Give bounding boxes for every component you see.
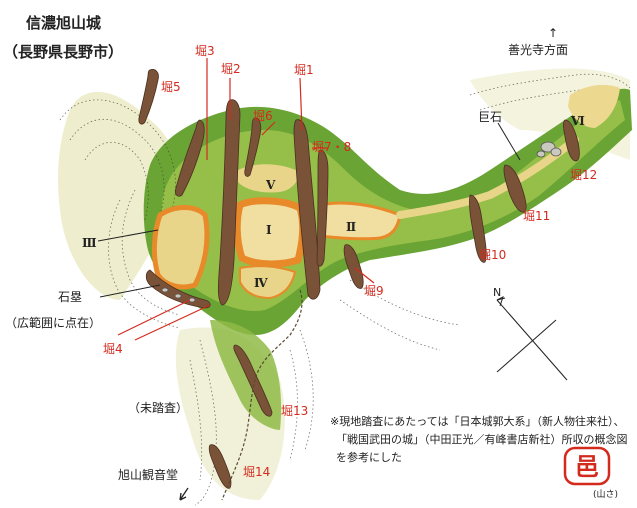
label-mitosa: （未踏査） (128, 401, 189, 415)
trail (221, 289, 303, 501)
label-hori78: 堀7・8 (312, 140, 352, 154)
kuruwa-2: Ⅱ (346, 220, 357, 234)
kuruwa-5: Ⅴ (266, 178, 276, 192)
label-hori5: 堀5 (161, 80, 181, 94)
leader-lines (117, 58, 375, 341)
black-leader-lines (97, 122, 521, 298)
label-hori4: 堀4 (103, 342, 123, 356)
bailey-4 (239, 265, 297, 300)
label-hori14: 堀14 (243, 465, 271, 479)
ditch-12 (563, 119, 580, 162)
boulder-b (550, 147, 562, 157)
bailey-3 (151, 205, 210, 290)
ditch-3 (175, 119, 205, 197)
label-hori2: 堀2 (221, 62, 241, 76)
map-subtitle: （長野県長野市） (3, 43, 124, 61)
ditch-1 (293, 119, 321, 300)
bailey-5 (238, 164, 300, 193)
direction-label: 善光寺方面 (508, 43, 569, 57)
baileys (151, 84, 620, 300)
ditch-10 (469, 194, 487, 263)
bailey-6 (568, 84, 620, 128)
north-arrow (496, 296, 568, 381)
stone-wall-b (174, 293, 182, 299)
signature: (山さ) (593, 490, 619, 500)
ditch-6 (244, 117, 262, 177)
kuruwa-1: Ⅰ (266, 223, 272, 237)
boulder-a (540, 141, 556, 153)
ditch-7 (316, 149, 329, 267)
label-ishirui: 石塁 (58, 290, 83, 304)
boulders (161, 141, 562, 303)
label-hori9: 堀9 (364, 284, 384, 298)
label-hori10: 堀10 (479, 248, 507, 262)
label-hori13: 堀13 (281, 404, 309, 418)
map-title: 信濃旭山城 (26, 14, 102, 32)
label-kyoseki: 巨石 (478, 110, 503, 124)
ditch-13 (233, 344, 273, 417)
label-hori3: 堀3 (195, 44, 215, 58)
note-line-2: 「戦国武田の城」（中田正光／有峰書店新社）所収の概念図 (336, 433, 628, 446)
note-line-3: を参考にした (336, 451, 402, 464)
ditch-5 (138, 69, 159, 125)
east-ridge-path (396, 136, 579, 219)
stone-wall-a (161, 287, 169, 293)
label-hori6: 堀6 (253, 109, 273, 123)
ditch-9 (343, 244, 364, 289)
ditch-2 (217, 99, 241, 306)
bailey-2 (318, 201, 402, 241)
ditches (138, 69, 580, 489)
label-hori11: 堀11 (523, 209, 551, 223)
label-ishirui-note: （広範囲に点在） (5, 316, 102, 330)
label-hori12: 堀12 (570, 168, 598, 182)
label-kannondo: 旭山観音堂 (118, 468, 179, 482)
bailey-1 (233, 197, 307, 268)
seal-char: 邑 (575, 452, 599, 481)
north-label: N (493, 286, 502, 299)
label-hori1: 堀1 (294, 63, 314, 77)
kuruwa-4: Ⅳ (254, 276, 268, 290)
ditch-14 (208, 444, 232, 489)
note-line-1: ※現地踏査にあたっては「日本城郭大系」（新人物往来社）、 (330, 415, 625, 428)
seal-stamp: 邑 (561, 446, 613, 486)
ditch-11 (503, 164, 527, 213)
kuruwa-6: Ⅵ (571, 114, 585, 128)
kuruwa-3: Ⅲ (82, 236, 97, 250)
kannondo-arrow (179, 487, 189, 501)
direction-arrow-icon: ↑ (548, 26, 559, 40)
boulder-c (536, 150, 546, 158)
